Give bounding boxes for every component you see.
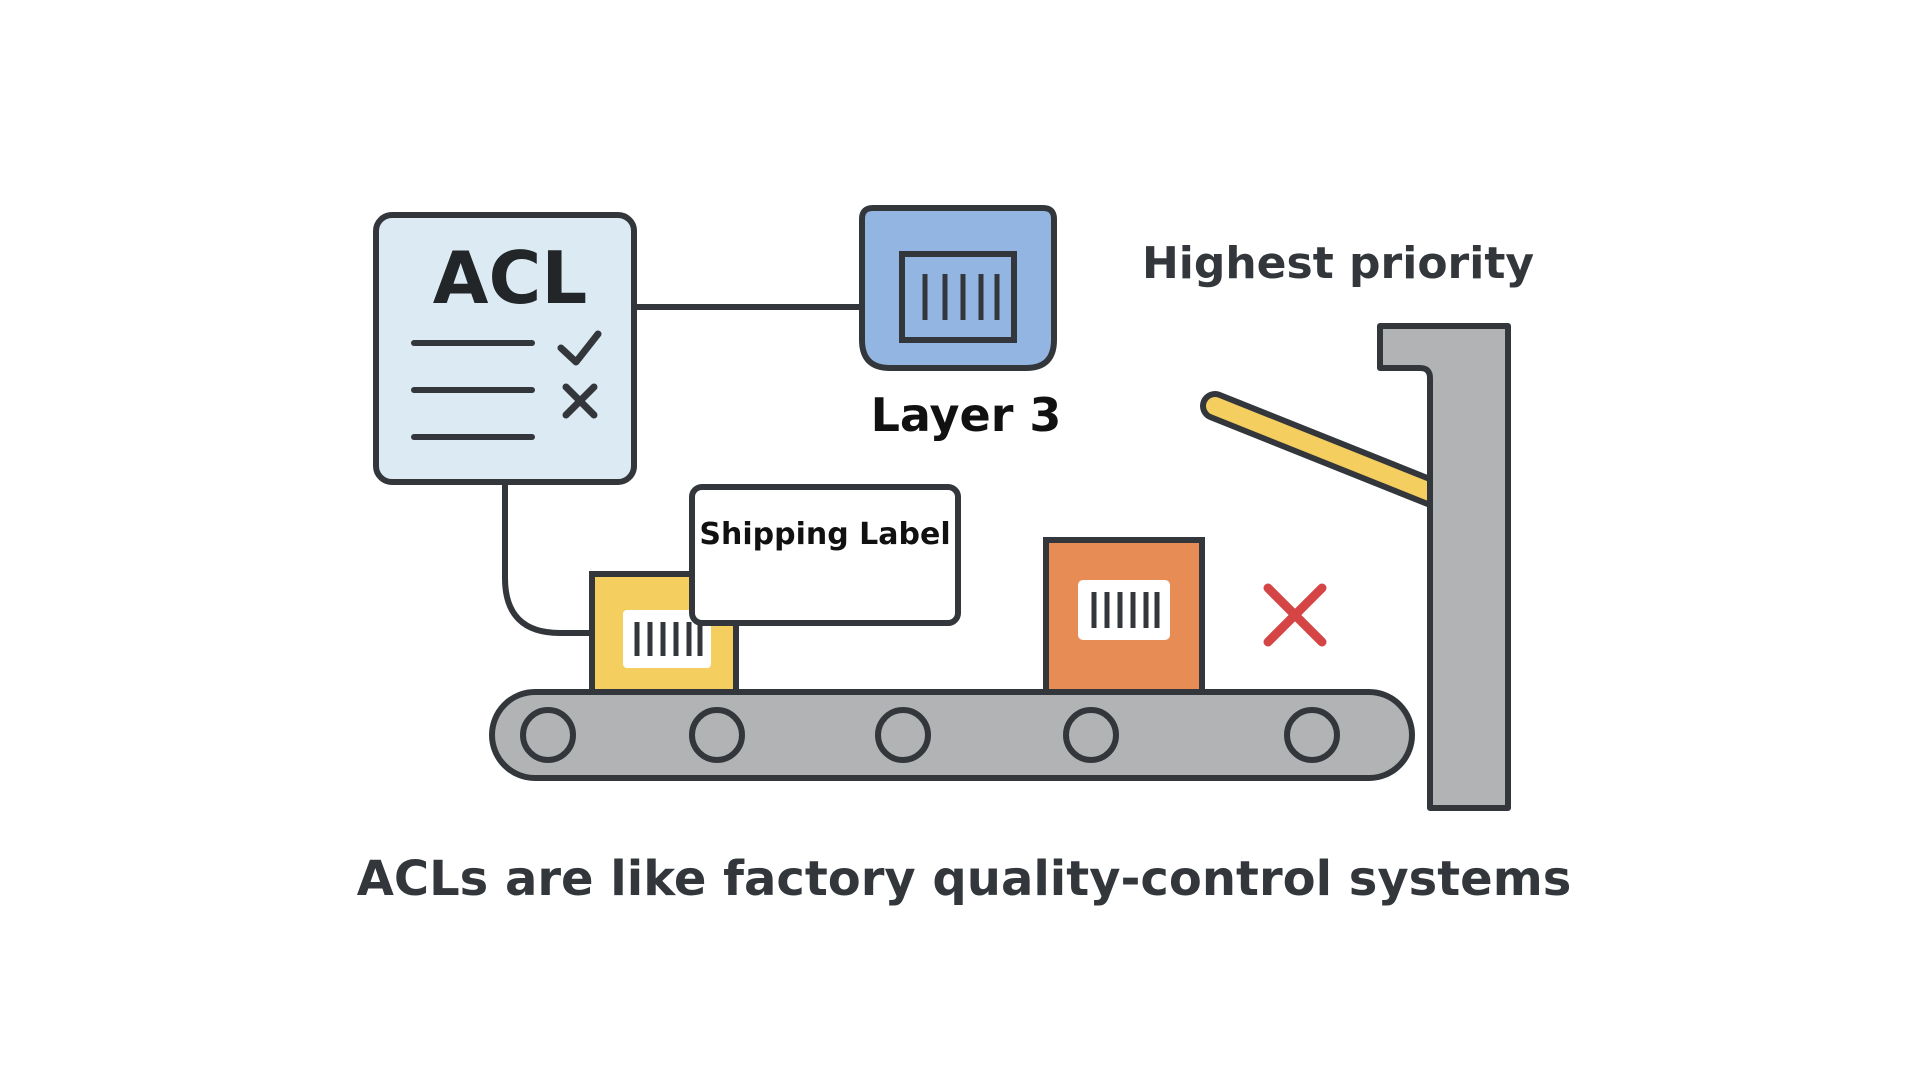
layer3-device — [859, 205, 1057, 371]
shipping-label-card: Shipping Label — [689, 484, 961, 626]
shipping-label-text: Shipping Label — [699, 517, 950, 552]
belt-roller — [520, 707, 576, 763]
cross-icon — [562, 383, 598, 419]
belt-roller — [875, 707, 931, 763]
checkmark-icon — [557, 330, 602, 366]
acl-title: ACL — [433, 236, 587, 320]
router-label: Layer 3 — [871, 388, 1062, 442]
gate-post — [1377, 323, 1511, 811]
orange-package — [1043, 537, 1205, 695]
belt-roller — [689, 707, 745, 763]
acl-rule-lines — [411, 340, 535, 440]
acl-box-connector — [502, 482, 592, 636]
belt-roller — [1284, 707, 1340, 763]
acl-document: ACL — [373, 212, 637, 485]
gate-label: Highest priority — [1142, 238, 1534, 289]
belt-roller — [1063, 707, 1119, 763]
diagram-caption: ACLs are like factory quality-control sy… — [357, 851, 1572, 907]
reject-x-icon — [1263, 583, 1327, 647]
conveyor-belt — [489, 689, 1415, 781]
